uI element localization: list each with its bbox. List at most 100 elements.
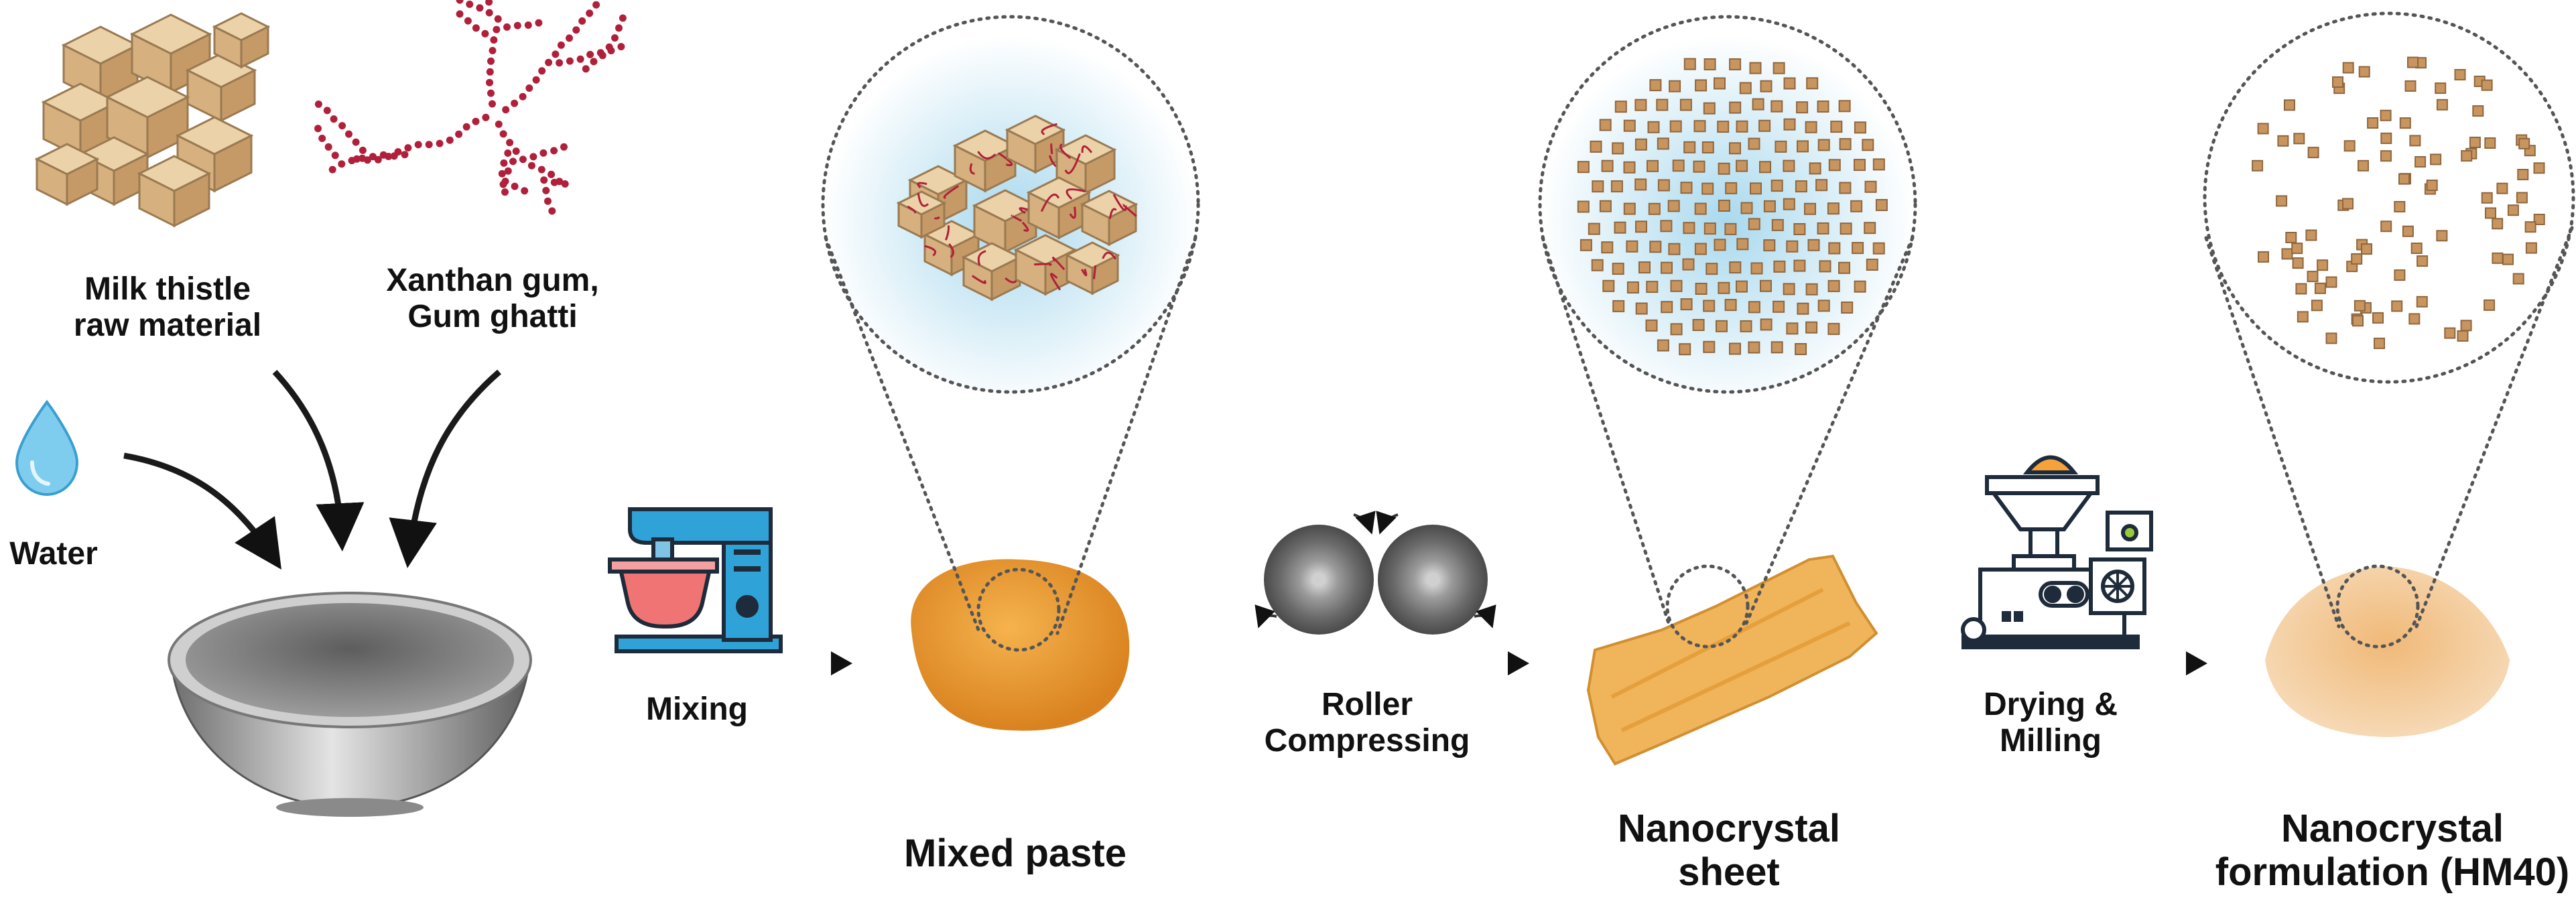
crystal-particle	[1657, 137, 1669, 150]
crystal-particle	[1623, 202, 1636, 215]
crystal-particle	[1667, 200, 1680, 212]
crystal-particle	[1725, 182, 1738, 194]
roller-label-line1: Roller	[1321, 687, 1413, 722]
crystal-particle	[2461, 150, 2473, 162]
crystal-particle	[1854, 121, 1866, 134]
crystal-particle	[1736, 120, 1748, 133]
crystal-particle	[1817, 139, 1830, 151]
crystal-particle	[1602, 279, 1615, 292]
crystal-particle	[1626, 240, 1638, 253]
crystal-particle	[1680, 298, 1693, 311]
crystal-particle	[2435, 82, 2447, 94]
crystal-particle	[1817, 101, 1829, 113]
crystal-particle	[1770, 180, 1783, 192]
crystal-particle	[1729, 261, 1742, 274]
crystal-particle	[1703, 300, 1716, 312]
mixing-label: Mixing	[646, 692, 748, 727]
crystal-particle	[1646, 281, 1659, 293]
crystal-particle	[1714, 239, 1726, 251]
crystal-particle	[1827, 322, 1840, 335]
crystal-particle	[1701, 141, 1714, 153]
crystal-particle	[1748, 137, 1760, 150]
crystal-particle	[2512, 273, 2524, 285]
crystal-particle	[2407, 56, 2419, 68]
crystal-particle	[1783, 283, 1795, 295]
crystal-particle	[1718, 162, 1730, 175]
crystal-particle	[1854, 280, 1866, 293]
crystal-particle	[2436, 98, 2448, 111]
crystal-particle	[1623, 119, 1636, 132]
crystal-particle	[1669, 80, 1681, 92]
crystal-particle	[1680, 182, 1693, 194]
crystal-particle	[1736, 280, 1748, 293]
crystal-particle	[2525, 242, 2537, 254]
crystal-particle	[1740, 202, 1753, 214]
crystal-particle	[1703, 340, 1716, 353]
crystal-particle	[2481, 79, 2493, 91]
crystal-particle	[1795, 343, 1807, 355]
drying-arrow	[1903, 651, 2207, 675]
crystal-particle	[1692, 319, 1705, 331]
crystal-particle	[2352, 315, 2364, 327]
crystal-particle	[1850, 200, 1863, 212]
crystal-particle	[1759, 161, 1771, 174]
crystal-particle	[2374, 337, 2385, 349]
crystal-particle	[1783, 77, 1796, 90]
crystal-particle	[1683, 222, 1695, 235]
crystal-particle	[1718, 281, 1730, 294]
crystal-particle	[1854, 159, 1866, 172]
crystal-particle	[1649, 241, 1662, 253]
crystal-particle	[2469, 137, 2481, 148]
crystal-particle	[1748, 301, 1760, 314]
crystal-particle	[1805, 121, 1817, 133]
crystal-particle	[1634, 138, 1647, 151]
crystal-particle	[1807, 239, 1820, 251]
crystal-particle	[1852, 242, 1864, 255]
crystal-particle	[2517, 169, 2529, 180]
crystal-particle	[2285, 232, 2297, 243]
crystal-particle	[2380, 109, 2392, 121]
mixed-paste-blob	[911, 559, 1130, 731]
crystal-particle	[1775, 140, 1787, 153]
sheet-label-line2: sheet	[1678, 850, 1780, 894]
crystal-particle	[1793, 223, 1806, 235]
crystal-particle	[1739, 82, 1752, 94]
crystal-particle	[2358, 159, 2369, 172]
crystal-particle	[1703, 222, 1716, 235]
crystal-particle	[1614, 221, 1626, 234]
crystal-particle	[1623, 161, 1636, 174]
crystal-particle	[1750, 182, 1762, 195]
crystal-particle	[1670, 279, 1683, 292]
crystal-particle	[1656, 98, 1669, 111]
crystal-particle	[1864, 180, 1877, 193]
crystal-particle	[1862, 139, 1874, 151]
cube	[175, 116, 254, 193]
crystal-particle	[2399, 117, 2411, 129]
crystal-particle	[2277, 135, 2289, 147]
crystal-particle	[1635, 302, 1648, 315]
crystal-particle	[1872, 242, 1885, 255]
formulation-label-line2: formulation (HM40)	[2215, 850, 2570, 894]
crystal-particle	[1748, 341, 1760, 354]
crystal-particle	[1840, 222, 1852, 235]
roller-label-line2: Compressing	[1264, 722, 1470, 759]
crystal-particle	[1683, 58, 1696, 70]
gum-label: Xanthan gum, Gum ghatti	[372, 263, 613, 335]
crystal-particle	[1612, 263, 1624, 275]
crystal-particle	[1729, 58, 1742, 70]
cube	[61, 25, 140, 103]
crystal-particle	[2496, 182, 2508, 194]
crystal-particle	[1828, 242, 1841, 255]
crystal-particle	[1612, 300, 1625, 312]
crystal-particle	[1729, 342, 1741, 355]
crystal-particle	[2430, 153, 2442, 166]
milk-thistle-label-line1: Milk thistle	[84, 271, 251, 307]
magnifier-powder	[2203, 11, 2575, 649]
crystal-particle	[2524, 221, 2536, 233]
crystal-particle	[2398, 173, 2410, 185]
crystal-particle	[1839, 138, 1852, 151]
mixing-arrow	[556, 651, 852, 675]
crystal-particle	[2410, 243, 2423, 254]
crystal-particle	[1809, 162, 1821, 175]
formulation-label-line1: Nanocrystal	[2280, 807, 2504, 850]
